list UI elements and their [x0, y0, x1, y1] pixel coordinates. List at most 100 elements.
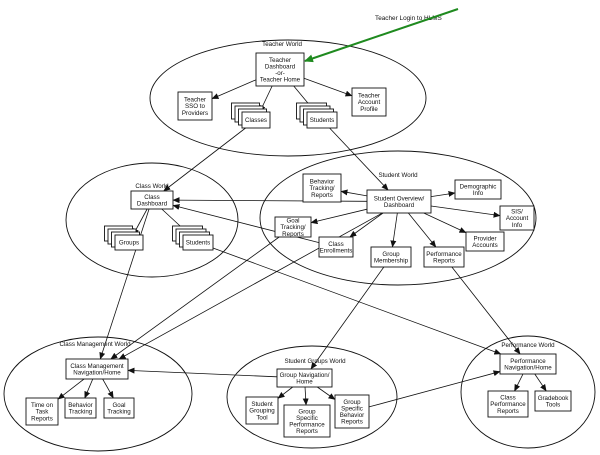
node-students-t[interactable]: Students	[296, 102, 338, 129]
node-class-perf-reports-box	[487, 390, 529, 418]
edge-student-overview-to-demographic-info	[430, 191, 456, 198]
node-teacher-home-label-line: -or-	[275, 70, 285, 77]
node-goal-tracking-reports-box	[274, 216, 312, 238]
node-group-specific-perf-label-line: Group	[298, 408, 316, 415]
node-class-perf-reports-label-line: Class	[500, 395, 515, 402]
node-student-grouping-tool-box	[245, 396, 279, 425]
edge-performance-reports-to-performance-nav	[451, 266, 521, 355]
node-sis-account-label-line: SIS/	[511, 209, 523, 216]
edge-class-mgmt-nav-to-behavior-tracking	[84, 378, 94, 399]
world-performance-label: Performance World	[501, 342, 555, 349]
node-student-overview-label-line: Dashboard	[384, 202, 415, 209]
node-groups-c[interactable]: Groups	[104, 225, 144, 251]
node-teacher-home-label-line: Dashboard	[265, 63, 296, 70]
node-student-overview-label-line: Student Overview/	[374, 195, 425, 202]
node-students-c-label-line: Students	[186, 240, 210, 247]
edge-class-mgmt-nav-to-time-on-task	[57, 378, 85, 400]
node-group-specific-perf-label-line: Reports	[296, 428, 318, 435]
node-class-dashboard-label-line: Class	[144, 194, 159, 201]
node-student-grouping-tool-label-line: Tool	[256, 414, 267, 421]
node-teacher-home-label-line: Teacher Home	[260, 77, 301, 84]
login-arrow	[304, 8, 459, 63]
node-demographic-info-label-line: Info	[473, 190, 484, 197]
node-group-nav[interactable]: Group Navigation/Home	[276, 368, 333, 388]
node-time-on-task-label-line: Task	[36, 409, 50, 416]
node-group-nav-label-line: Home	[296, 379, 313, 386]
edge-group-nav-to-group-specific-perf	[302, 386, 309, 406]
node-time-on-task-label-line: Reports	[31, 415, 53, 422]
node-behavior-tracking-reports-box	[302, 173, 342, 203]
node-group-membership-box	[370, 246, 412, 268]
node-group-specific-behavior-label-line: Group	[343, 399, 361, 406]
edge-group-nav-to-group-specific-behavior	[317, 386, 336, 400]
node-students-c-box	[182, 234, 214, 251]
node-student-overview-box	[366, 189, 432, 214]
node-teacher-home-label-line: Teacher	[269, 57, 291, 64]
node-students-c[interactable]: Students	[172, 225, 214, 251]
node-students-t-box	[306, 111, 338, 129]
edge-students-t-to-student-overview	[329, 127, 389, 191]
node-goal-tracking-reports-label-line: Goal	[286, 218, 299, 225]
edge-teacher-home-to-teacher-sso	[211, 79, 257, 100]
node-group-nav-box	[276, 368, 333, 388]
node-teacher-sso-label-line: SSO to	[185, 103, 206, 110]
node-classes[interactable]: Classes	[231, 102, 271, 129]
node-performance-nav-box	[499, 353, 557, 375]
node-student-overview[interactable]: Student Overview/Dashboard	[366, 189, 432, 214]
node-teacher-profile-box	[351, 87, 387, 117]
node-performance-reports-label-line: Reports	[433, 258, 455, 265]
node-classes-label-line: Classes	[245, 117, 267, 124]
edge-group-nav-to-student-grouping-tool	[277, 386, 293, 399]
node-teacher-profile-label-line: Account	[358, 99, 381, 106]
edge-performance-nav-to-class-perf-reports	[514, 373, 524, 392]
node-group-membership-label-line: Membership	[374, 258, 409, 265]
edge-student-overview-to-performance-reports	[408, 212, 437, 248]
world-class-label: Class World	[135, 183, 169, 190]
edge-group-membership-to-group-nav	[310, 266, 385, 370]
edge-performance-nav-to-gradebook-tools	[534, 373, 547, 392]
node-gradebook-tools-box	[534, 390, 572, 412]
node-class-enrollments-label-line: Enrollments	[320, 248, 353, 255]
node-classes-box	[241, 111, 271, 129]
node-sis-account-label-line: Account	[506, 215, 529, 222]
node-goal-tracking-reports-label-line: Tracking/	[280, 224, 305, 231]
world-student-label: Student World	[378, 172, 418, 179]
edge-student-overview-to-sis-account	[430, 205, 501, 218]
node-group-specific-behavior-label-line: Specific	[341, 405, 363, 412]
node-group-membership-label-line: Group	[382, 251, 400, 258]
node-teacher-sso-box	[177, 91, 213, 121]
node-student-grouping-tool-label-line: Student	[251, 401, 273, 408]
node-time-on-task-label-line: Time on	[31, 402, 54, 409]
node-performance-reports-label-line: Performance	[426, 251, 462, 258]
edge-student-overview-to-provider-accounts	[423, 212, 467, 234]
node-class-dashboard-box	[130, 190, 174, 210]
node-demographic-info-box	[454, 179, 502, 200]
node-group-specific-perf-label-line: Performance	[289, 422, 325, 429]
node-groups-c-box	[114, 234, 144, 251]
edge-class-dashboard-to-class-mgmt-nav	[99, 208, 150, 360]
edge-class-mgmt-nav-to-goal-tracking	[102, 378, 114, 399]
